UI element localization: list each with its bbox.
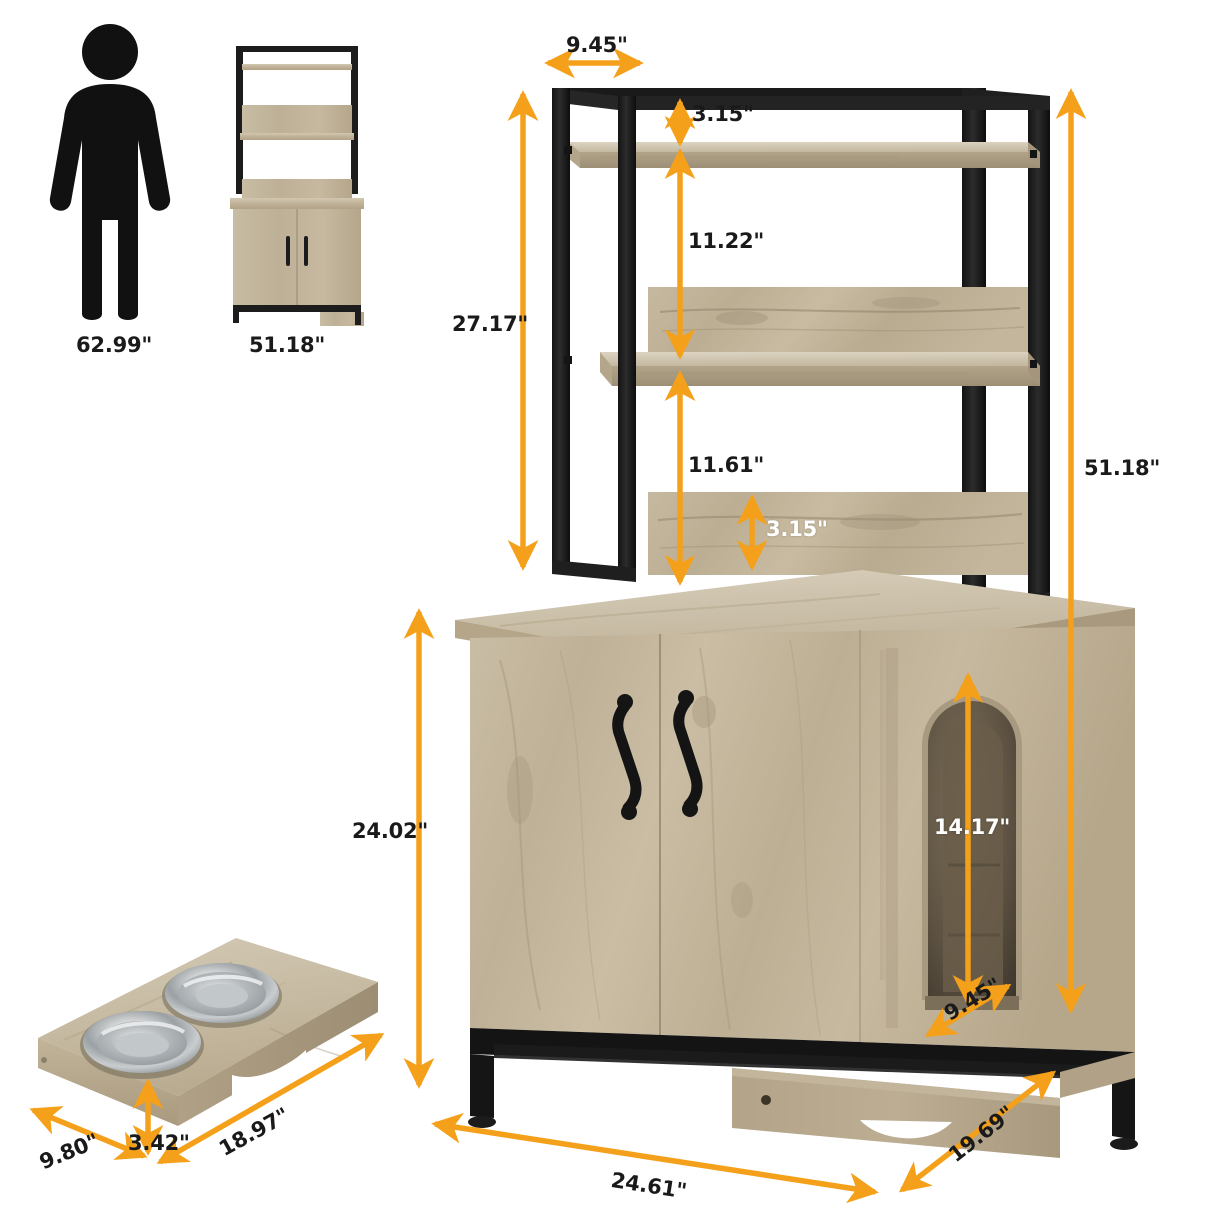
arrow-cabinet-depth bbox=[898, 1070, 1057, 1193]
stainless-bowl-back bbox=[162, 963, 282, 1028]
label-backsplash-height: 3.15" bbox=[766, 517, 828, 541]
arrow-feeder-depth bbox=[29, 1106, 148, 1160]
label-cabinet-height: 24.02" bbox=[352, 819, 429, 843]
label-feeder-height: 3.42" bbox=[128, 1131, 190, 1155]
arrow-arch-width bbox=[924, 983, 1012, 1038]
label-hutch-height: 27.17" bbox=[452, 312, 529, 336]
label-shelf-depth-top: 9.45" bbox=[566, 33, 628, 57]
arrow-cabinet-width bbox=[431, 1112, 879, 1204]
human-silhouette bbox=[49, 24, 171, 320]
label-lower-shelf-gap: 11.61" bbox=[688, 453, 765, 477]
door-handle-left bbox=[612, 694, 642, 820]
person-height-label: 62.99" bbox=[76, 333, 153, 357]
label-top-gap: 3.15" bbox=[692, 102, 754, 126]
arrow-feeder-width bbox=[156, 1032, 385, 1165]
product-front-elevation bbox=[230, 46, 364, 326]
product-height-label: 51.18" bbox=[249, 333, 326, 357]
label-arch-height: 14.17" bbox=[934, 815, 1011, 839]
label-upper-shelf-gap: 11.22" bbox=[688, 229, 765, 253]
door-handle-right bbox=[673, 690, 703, 817]
label-overall-height: 51.18" bbox=[1084, 456, 1161, 480]
